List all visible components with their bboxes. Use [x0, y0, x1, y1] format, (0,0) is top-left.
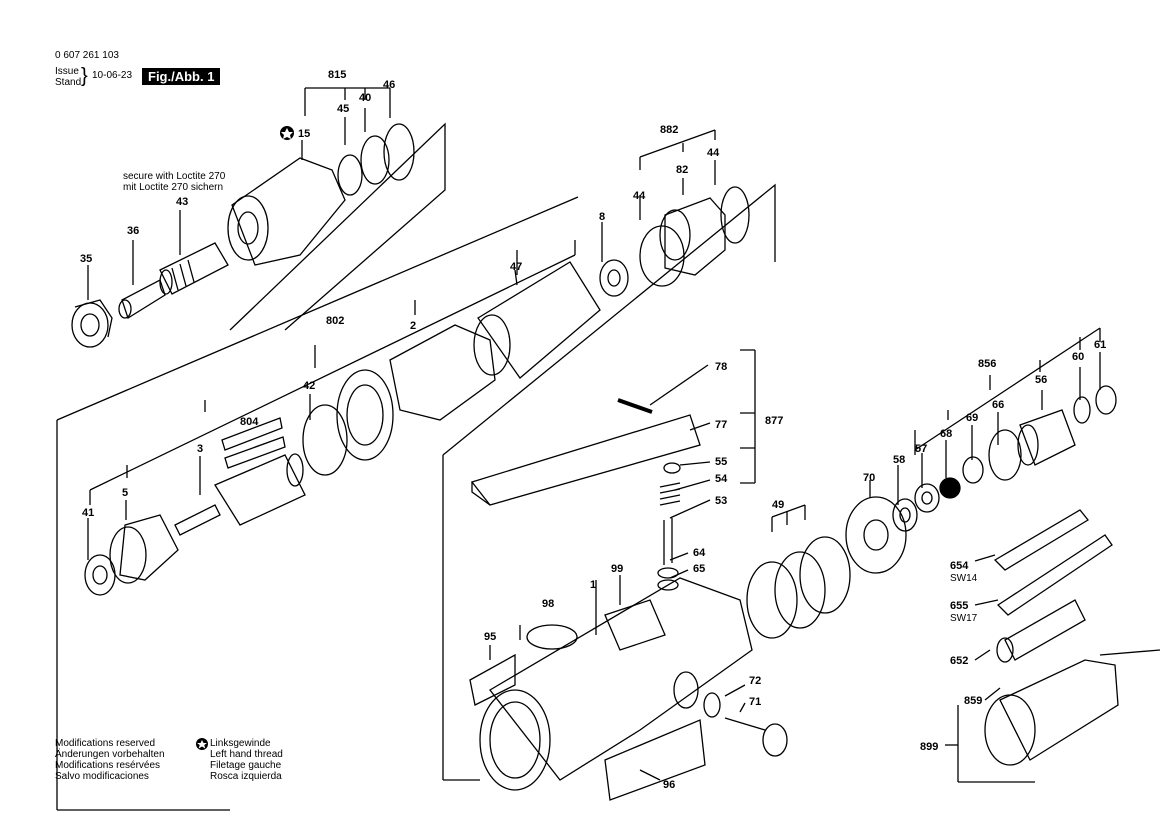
label-45: 45	[337, 103, 349, 115]
stand-label: Stand	[55, 77, 82, 88]
label-652: 652	[950, 655, 968, 667]
label-53: 53	[715, 495, 727, 507]
label-60: 60	[1072, 351, 1084, 363]
label-sw17: SW17	[950, 613, 978, 624]
issue-brace: }	[81, 65, 88, 87]
label-1: 1	[590, 579, 596, 591]
label-877: 877	[765, 415, 783, 427]
label-98: 98	[542, 598, 554, 610]
label-899: 899	[920, 741, 938, 753]
label-96: 96	[663, 779, 675, 791]
issue-label: Issue	[55, 66, 79, 77]
label-815: 815	[328, 69, 346, 81]
doc-number: 0 607 261 103	[55, 50, 119, 61]
label-654: 654	[950, 560, 969, 572]
label-58: 58	[893, 454, 905, 466]
figure-label: Fig./Abb. 1	[142, 68, 221, 85]
label-44-left: 44	[633, 190, 646, 202]
left-hand-thread-icon	[280, 126, 294, 140]
label-72: 72	[749, 675, 761, 687]
label-56: 56	[1035, 374, 1047, 386]
issue-date: 10-06-23	[92, 70, 133, 81]
label-804: 804	[240, 416, 259, 428]
label-40: 40	[359, 92, 371, 104]
label-68: 68	[940, 428, 952, 440]
left-hand-thread-note: Linksgewinde Left hand thread Filetage g…	[210, 738, 283, 782]
label-54: 54	[715, 473, 728, 485]
label-47: 47	[510, 261, 522, 273]
label-61: 61	[1094, 339, 1106, 351]
label-49: 49	[772, 499, 784, 511]
label-36: 36	[127, 225, 139, 237]
label-3: 3	[197, 443, 203, 455]
label-2: 2	[410, 320, 416, 332]
label-35: 35	[80, 253, 92, 265]
label-15: 15	[298, 128, 310, 140]
label-655: 655	[950, 600, 968, 612]
loctite-note: secure with Loctite 270 mit Loctite 270 …	[123, 171, 226, 193]
label-64: 64	[693, 547, 706, 559]
label-43: 43	[176, 196, 188, 208]
label-57: 57	[915, 443, 927, 455]
label-46: 46	[383, 79, 395, 91]
label-859: 859	[964, 695, 982, 707]
part-labels: 815 45 40 46 15 43 36 35 882 82 44 44 8 …	[80, 69, 1106, 791]
label-95: 95	[484, 631, 496, 643]
label-65: 65	[693, 563, 705, 575]
label-802: 802	[326, 315, 344, 327]
label-42: 42	[303, 380, 315, 392]
label-70: 70	[863, 472, 875, 484]
label-69: 69	[966, 412, 978, 424]
label-5: 5	[122, 487, 128, 499]
label-sw14: SW14	[950, 573, 978, 584]
modifications-note: Modifications reserved Änderungen vorbeh…	[55, 738, 165, 782]
label-82: 82	[676, 164, 688, 176]
label-78: 78	[715, 361, 727, 373]
label-77: 77	[715, 419, 727, 431]
head-assembly-frame	[229, 122, 446, 331]
left-hand-thread-legend-icon	[196, 738, 208, 750]
label-55: 55	[715, 456, 727, 468]
label-856: 856	[978, 358, 996, 370]
label-66: 66	[992, 399, 1004, 411]
label-99: 99	[611, 563, 623, 575]
label-41: 41	[82, 507, 94, 519]
label-71: 71	[749, 696, 761, 708]
label-8: 8	[599, 211, 605, 223]
label-44-right: 44	[707, 147, 720, 159]
label-882: 882	[660, 124, 678, 136]
